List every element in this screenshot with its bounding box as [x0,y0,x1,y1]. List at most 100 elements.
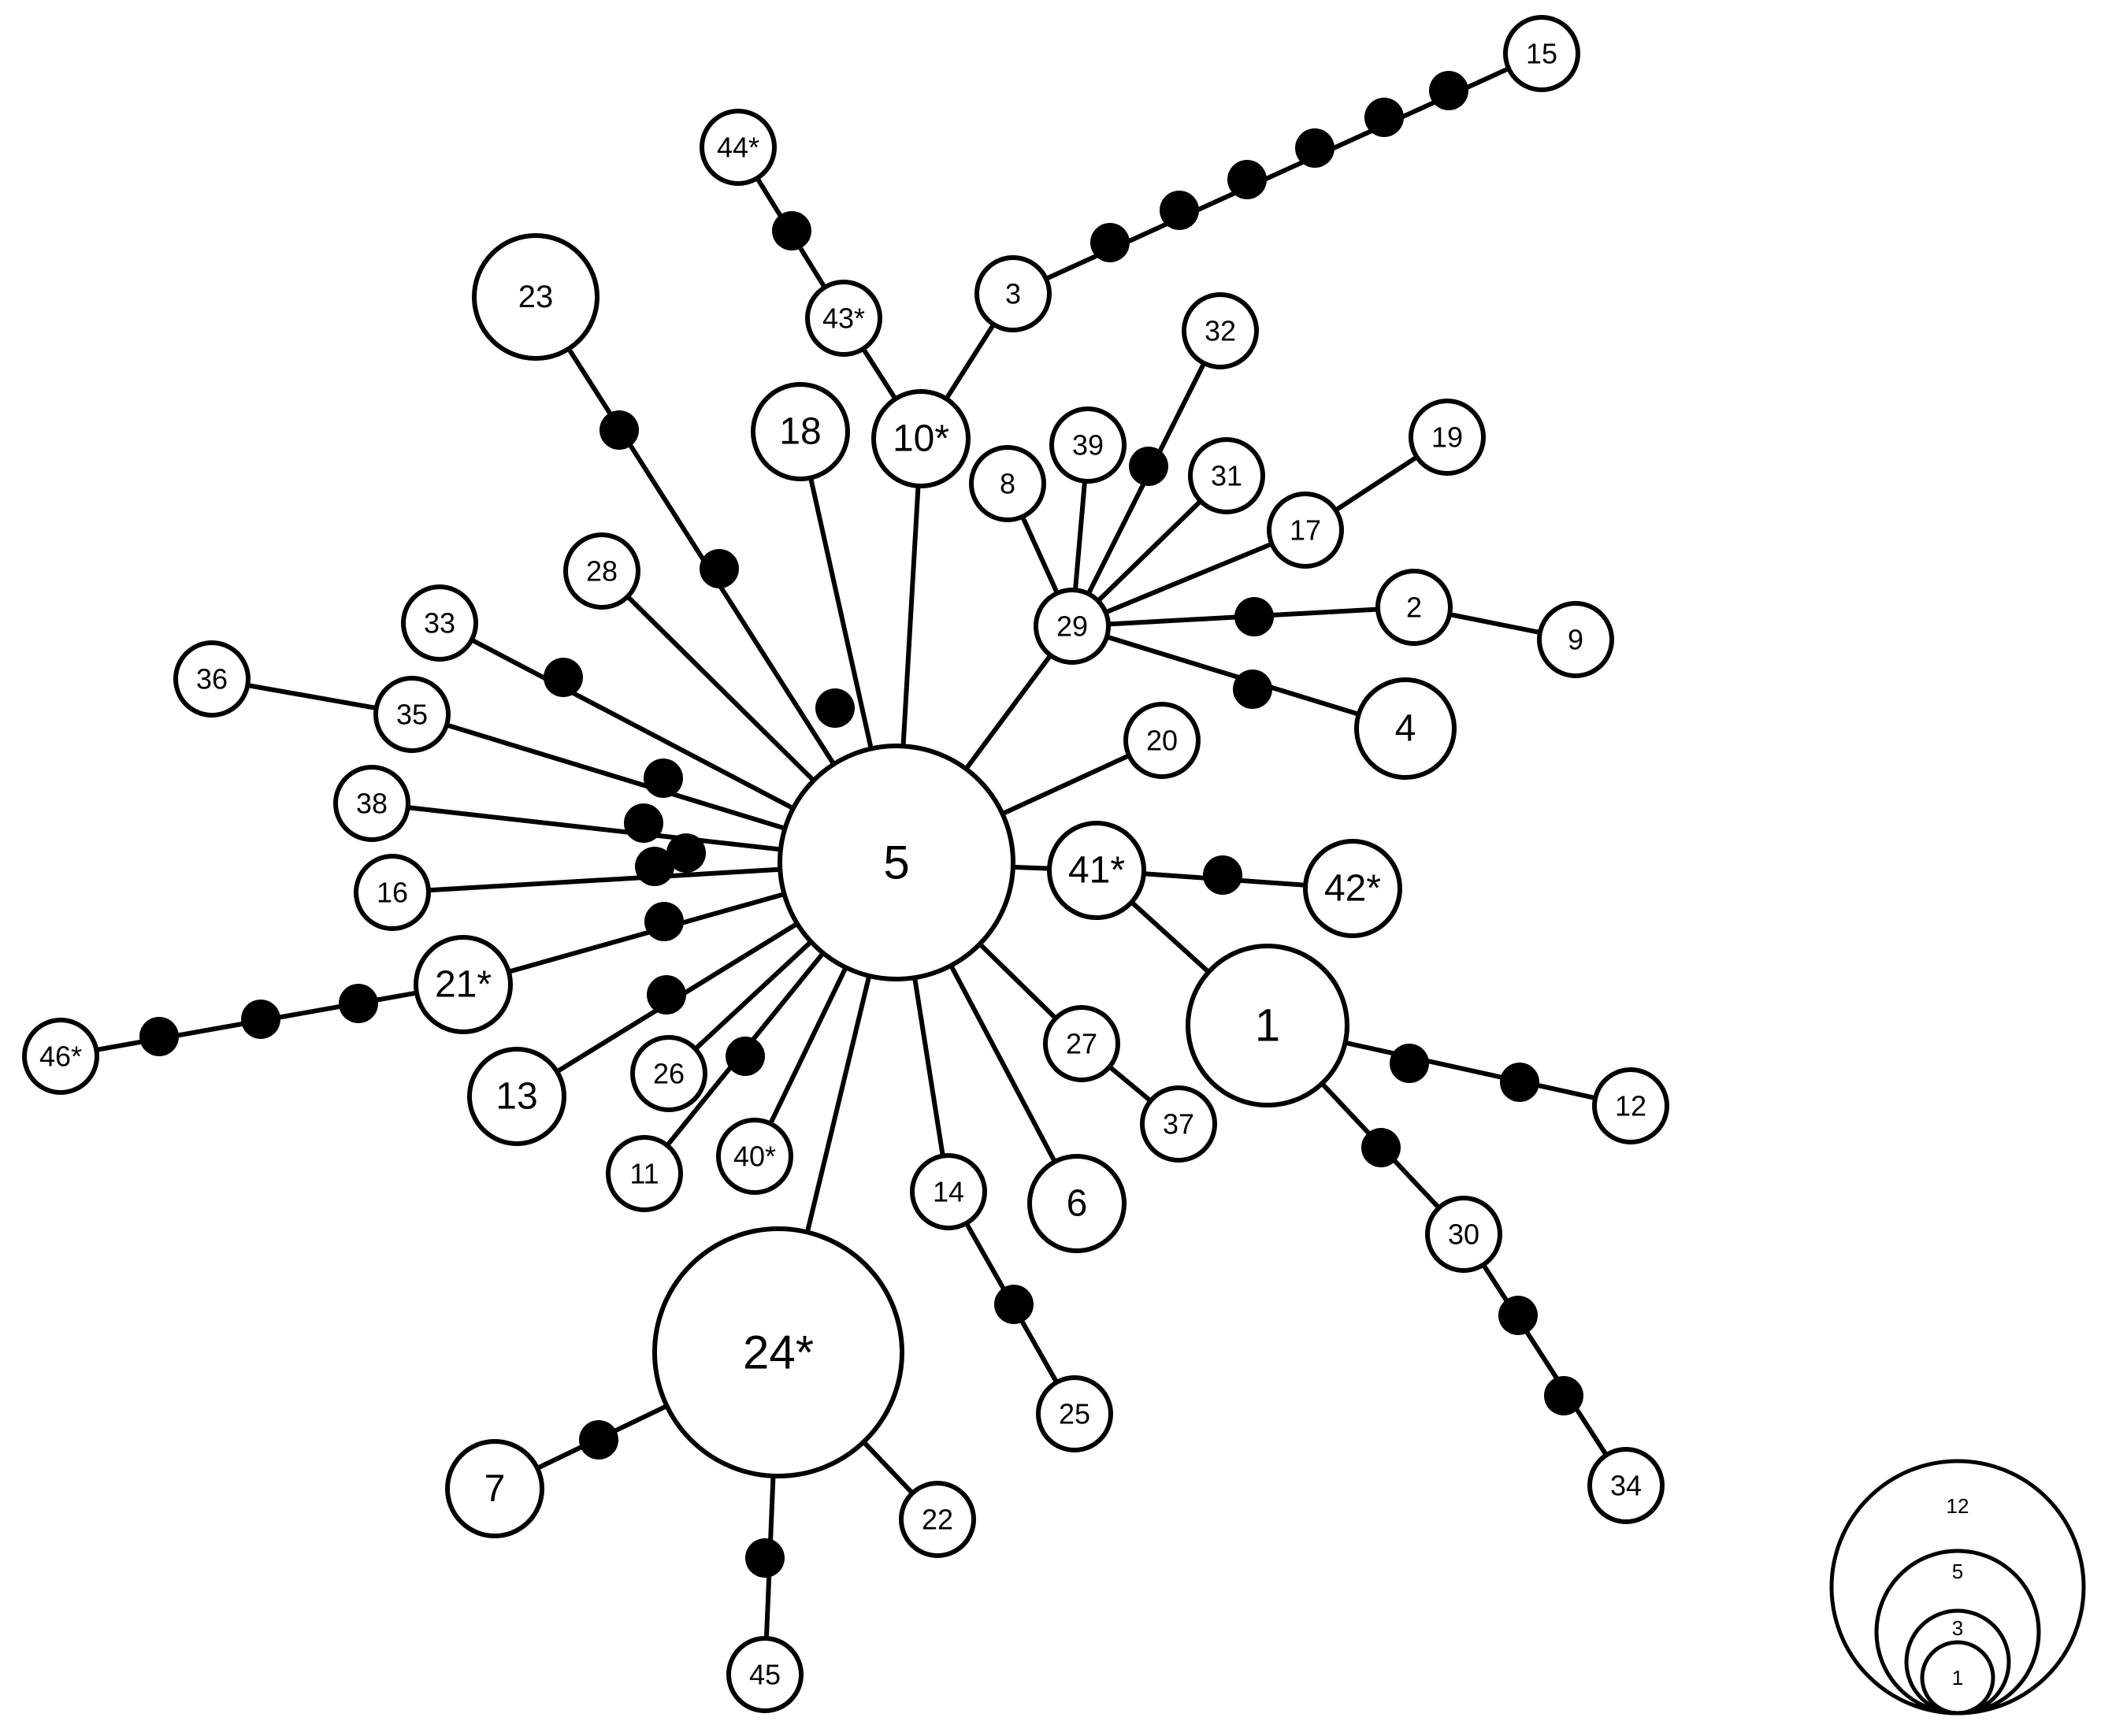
haplotype-circle [445,1439,544,1538]
median-vector [666,833,706,873]
median-vector [1203,855,1242,895]
haplotype-label: 22 [922,1504,953,1536]
median-vector [1544,1376,1583,1415]
haplotype-circle [805,280,882,357]
haplotype-label: 28 [586,555,618,588]
median-vector [647,975,686,1015]
haplotype-node-19: 19 [1409,399,1486,476]
haplotype-label: 15 [1526,38,1557,70]
haplotype-circle [716,1118,793,1195]
median-vector [339,984,378,1023]
haplotype-node-37: 37 [1140,1085,1217,1163]
haplotype-node-43-star: 43* [805,280,882,357]
haplotype-node-30: 30 [1425,1196,1502,1273]
haplotype-circle [871,389,971,488]
haplotype-circle [22,1018,99,1095]
median-vector [1361,1128,1401,1167]
haplotype-circle [333,765,410,842]
median-vector [1390,1044,1429,1083]
haplotype-node-25: 25 [1036,1375,1113,1452]
size-legend: 12 5 3 1 [1829,1459,2086,1716]
median-vector [1233,670,1272,709]
haplotype-circle [1503,15,1580,92]
haplotype-label: 18 [779,411,821,453]
haplotype-node-14: 14 [910,1153,987,1230]
haplotype-node-11: 11 [606,1135,683,1212]
median-vectors [139,71,1583,1578]
median-vector [241,1000,280,1039]
haplotype-circle [1049,406,1127,484]
haplotype-label: 5 [883,836,909,889]
haplotype-node-39: 39 [1049,406,1127,484]
haplotype-circle [1140,1085,1217,1163]
haplotype-node-41-star: 41* [1047,821,1146,920]
haplotype-circle [1123,702,1201,779]
haplotype-node-17: 17 [1267,491,1344,569]
haplotype-label: 33 [424,607,455,640]
haplotype-node-1: 1 [1186,944,1349,1107]
legend-label: 12 [1947,1494,1969,1518]
haplotype-label: 46* [39,1040,82,1073]
haplotype-label: 39 [1072,429,1104,462]
haplotype-label: 43* [822,302,865,335]
haplotype-label: 6 [1067,1183,1088,1225]
haplotype-circle [1188,437,1265,514]
haplotype-node-24-star: 24* [652,1226,904,1478]
legend-label: 1 [1952,1666,1963,1690]
haplotype-node-15: 15 [1503,15,1580,92]
legend-label: 3 [1952,1616,1963,1640]
median-vector [635,847,674,886]
haplotype-node-40-star: 40* [716,1118,793,1195]
haplotype-node-38: 38 [333,765,410,842]
haplotype-node-35: 35 [373,676,451,753]
haplotype-circle [630,1035,707,1112]
haplotype-circle [1592,1067,1669,1144]
haplotype-circle [1036,1375,1113,1452]
haplotype-circle [1425,1196,1502,1273]
haplotype-label: 13 [496,1076,537,1118]
haplotype-node-21-star: 21* [414,935,513,1034]
haplotype-circle [606,1135,683,1212]
haplotype-label: 24* [743,1326,814,1379]
haplotype-label: 11 [629,1158,659,1190]
haplotype-node-20: 20 [1123,702,1201,779]
median-vector [1500,1063,1539,1102]
haplotype-label: 44* [717,132,759,164]
haplotype-label: 12 [1615,1090,1646,1122]
haplotype-circle [910,1153,987,1230]
haplotype-label: 19 [1431,421,1463,454]
haplotype-circle [1587,1447,1665,1524]
haplotype-node-9: 9 [1537,601,1614,678]
haplotype-label: 42* [1324,868,1381,910]
haplotype-node-29: 29 [1034,588,1111,665]
link-h29-h17 [1071,528,1307,629]
haplotype-node-12: 12 [1592,1067,1669,1144]
haplotype-label: 14 [933,1176,964,1208]
haplotype-node-6: 6 [1027,1154,1127,1253]
haplotype-node-36: 36 [173,640,251,718]
haplotype-circle [1375,569,1453,646]
haplotype-label: 32 [1205,315,1236,347]
haplotype-node-42-star: 42* [1303,839,1402,938]
median-vector [726,1037,765,1076]
median-vector [139,1017,179,1056]
haplotype-node-4: 4 [1354,677,1457,780]
haplotype-circle [472,233,599,361]
haplotype-label: 16 [377,877,408,909]
haplotype-label: 30 [1448,1219,1479,1251]
haplotype-node-3: 3 [974,255,1052,332]
median-vector [644,759,683,798]
haplotype-circle [1409,399,1486,476]
haplotype-circle [414,935,513,1034]
haplotype-label: 41* [1068,850,1125,892]
median-vector [1160,191,1199,230]
haplotype-node-22: 22 [899,1481,976,1558]
haplotype-label: 38 [356,788,388,820]
haplotype-circle [652,1226,904,1478]
haplotype-circle [778,744,1015,981]
haplotype-circle [354,854,431,931]
haplotype-label: 20 [1146,725,1178,757]
haplotype-node-33: 33 [401,584,478,662]
legend-label: 5 [1952,1560,1963,1583]
